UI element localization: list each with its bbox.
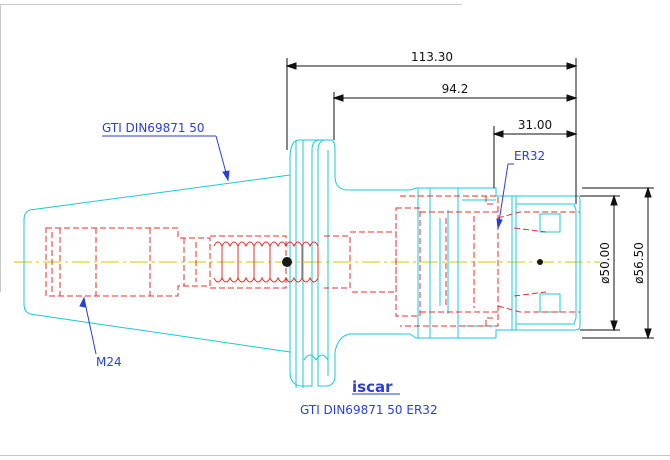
part-designation: GTI DIN69871 50 ER32 bbox=[300, 403, 438, 417]
dimension-lines bbox=[285, 58, 654, 340]
collet-type-label: ER32 bbox=[514, 149, 545, 163]
sheet-border bbox=[0, 4, 670, 456]
thread-section bbox=[213, 241, 319, 283]
dim-nut-length: 31.00 bbox=[518, 118, 552, 132]
internal-parts bbox=[45, 195, 580, 327]
dim-flange-diameter: ø56.50 bbox=[632, 242, 646, 284]
thread-label: M24 bbox=[96, 355, 122, 369]
iscar-logo: iscar bbox=[352, 378, 393, 396]
dim-overall-length: 113.30 bbox=[411, 50, 453, 64]
screw-center-mark bbox=[282, 257, 292, 267]
dim-nut-diameter: ø50.00 bbox=[598, 242, 612, 284]
nose-center-mark bbox=[537, 259, 543, 265]
dim-flange-to-face: 94.2 bbox=[442, 82, 469, 96]
callout-leaders bbox=[79, 135, 514, 355]
taper-standard-label: GTI DIN69871 50 bbox=[102, 121, 205, 135]
